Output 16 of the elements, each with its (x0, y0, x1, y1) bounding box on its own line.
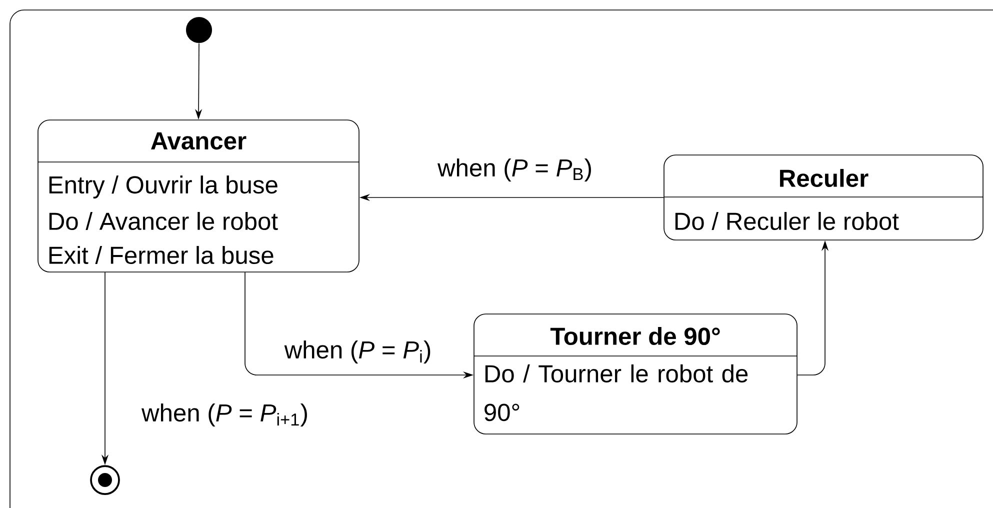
state-name: Avancer (151, 132, 246, 150)
state-box (474, 314, 798, 434)
state-name: Reculer (780, 168, 868, 188)
state-activity: Do / Reculer le robot (675, 212, 899, 230)
state-activity: Do / Avancer le robot (49, 212, 278, 230)
state-activity: Do / Tourner le robot de 90° (484, 364, 748, 422)
state-box (664, 154, 984, 240)
initial-state (186, 17, 212, 43)
state-box (38, 120, 360, 272)
state-activity: Entry / Ouvrir la buse (49, 176, 278, 198)
state-activity: Exit / Fermer la buse (49, 246, 274, 264)
state-name: Tourner de 90° (550, 326, 720, 346)
edge-label: when (P = P$_{i+1}$) (140, 402, 310, 428)
edge-label: when (P = P$_{B}$) (436, 157, 594, 183)
edge-label: when (P = P$_{i}$) (283, 339, 433, 365)
final-state (90, 465, 120, 495)
